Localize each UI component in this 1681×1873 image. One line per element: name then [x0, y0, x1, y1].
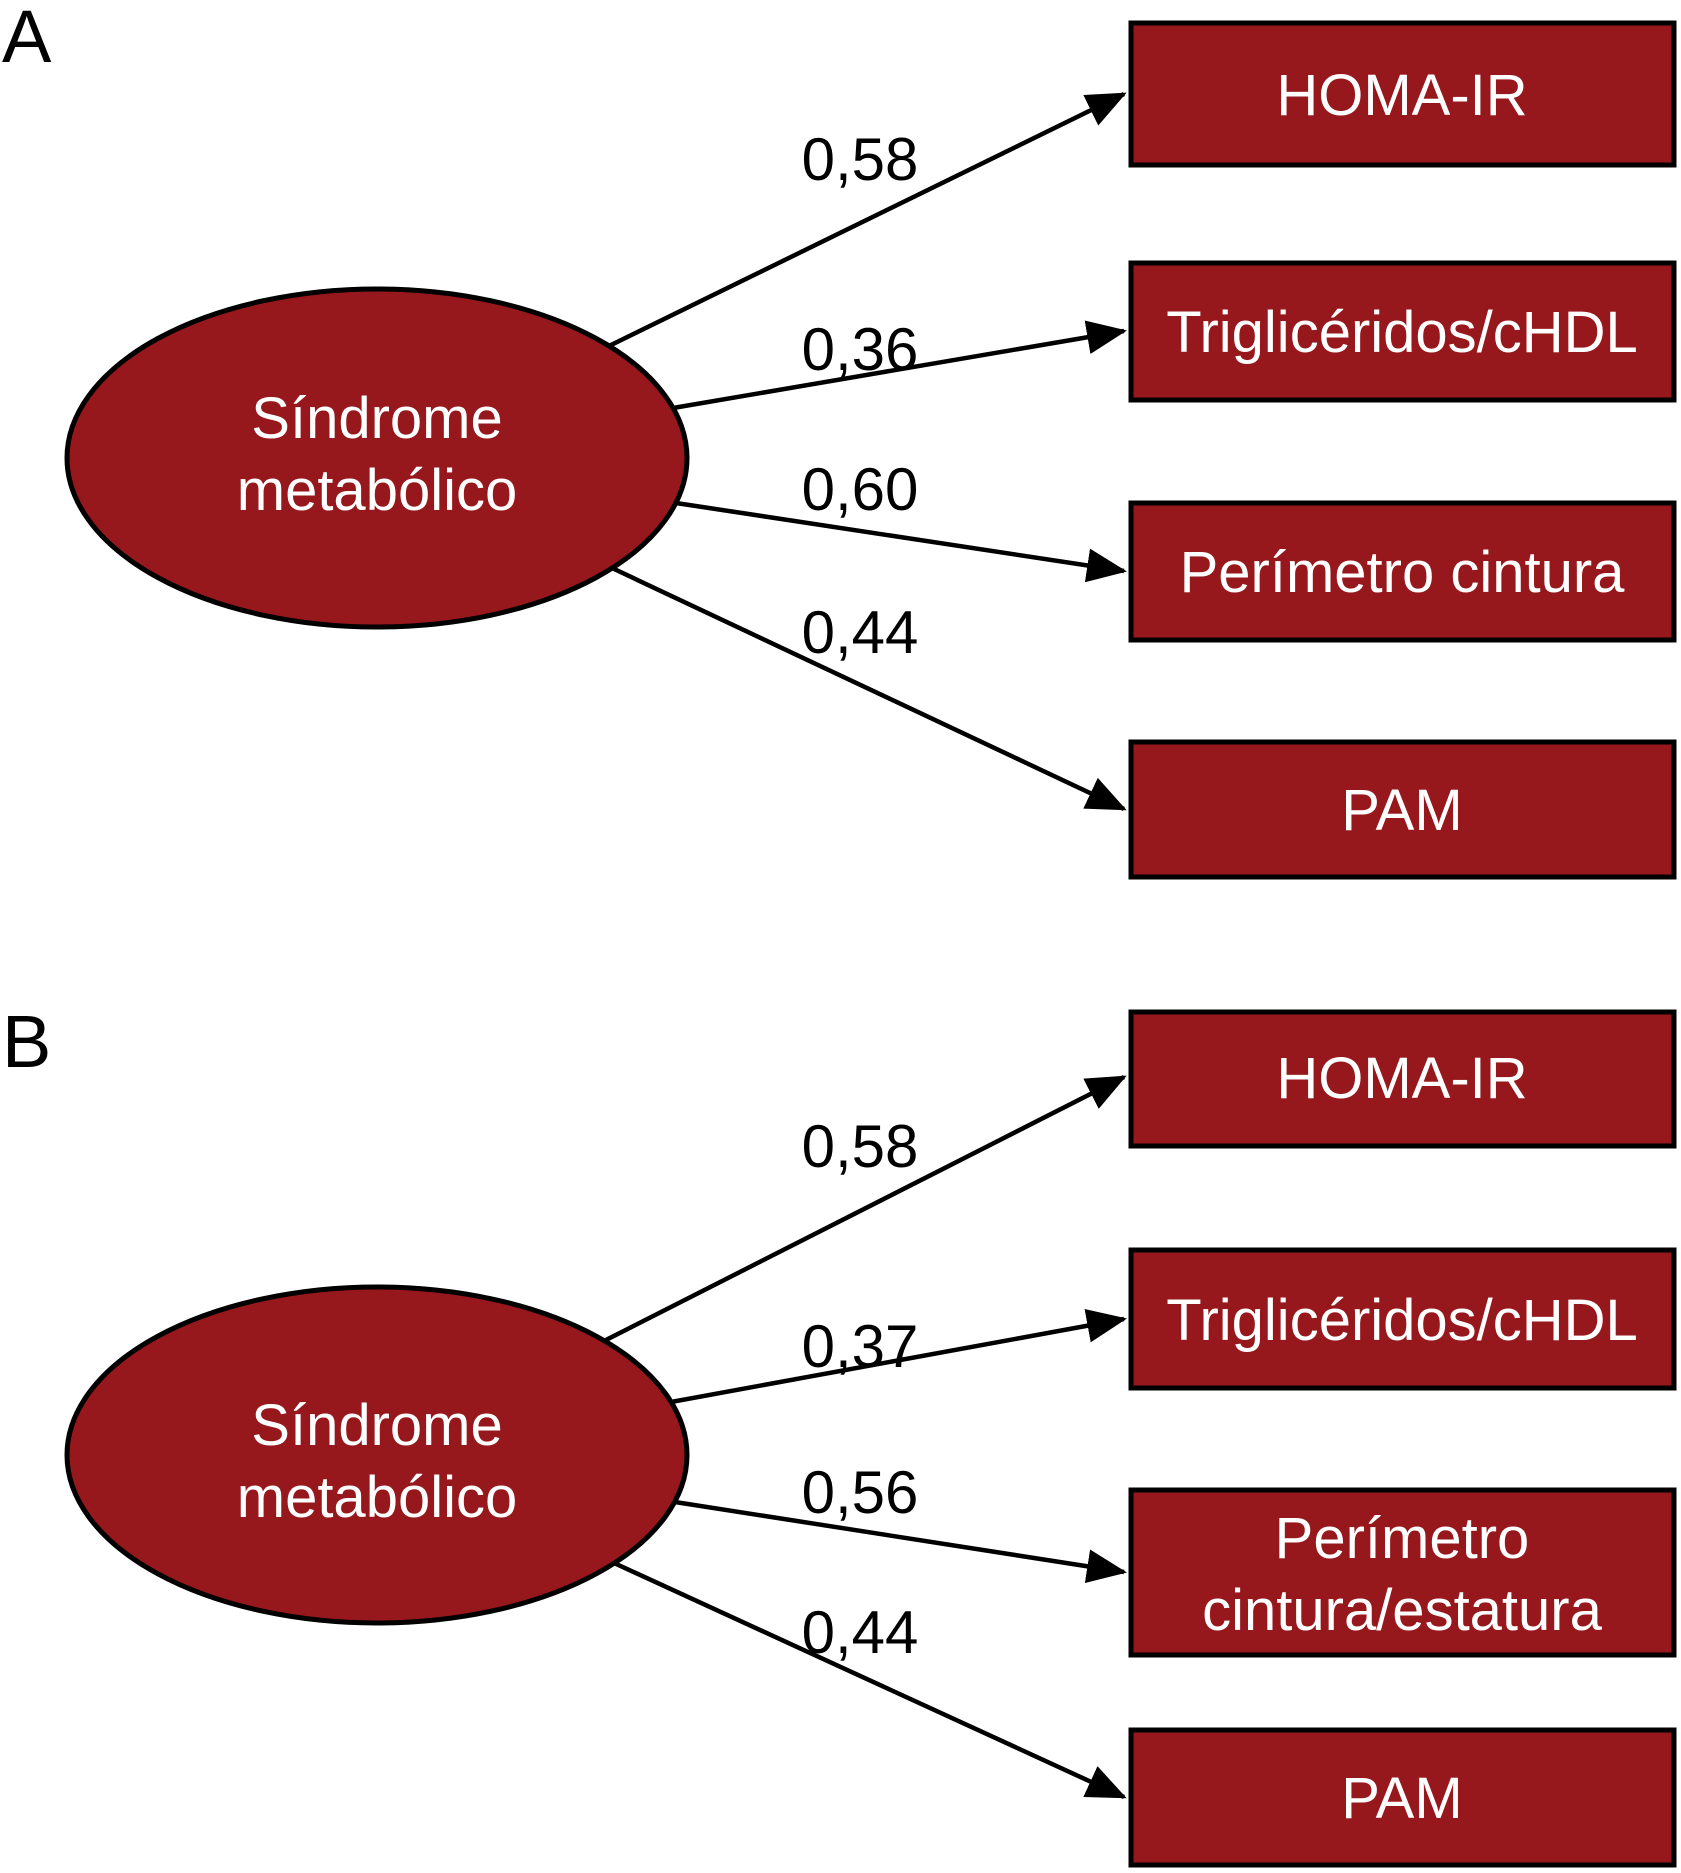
indicator-box-b-pam [1128, 1727, 1677, 1868]
loading-b-perimetro: 0,56 [802, 1459, 919, 1526]
indicator-box-a-homa [1128, 20, 1677, 168]
path-arrow-b-perimetro [674, 1499, 1127, 1584]
indicator-label-a-perimetro: Perímetro cintura [1180, 540, 1626, 605]
indicator-box-a-pam [1128, 739, 1677, 880]
loading-a-trigliceridos: 0,36 [802, 316, 919, 383]
path-arrow-a-pam [611, 565, 1127, 812]
loading-a-homa: 0,58 [802, 126, 919, 193]
loading-b-homa: 0,58 [802, 1113, 919, 1180]
path-arrow-a-perimetro [675, 500, 1127, 583]
loading-b-trigliceridos: 0,37 [802, 1313, 919, 1380]
indicator-label-a-pam: PAM [1341, 778, 1462, 843]
latent-label-a-line1: Síndrome [251, 386, 502, 451]
indicator-label-b-perimetro-line1: Perímetro [1275, 1506, 1530, 1571]
indicator-label-b-perimetro-line2: cintura/estatura [1202, 1578, 1603, 1643]
panel-a-label: A [2, 0, 52, 78]
indicator-box-b-perimetro [1128, 1487, 1677, 1658]
indicator-box-b-homa [1128, 1009, 1677, 1149]
panel-b: B Síndrome metabólico 0,58 0,37 0,56 0,4… [2, 1000, 1677, 1868]
indicator-box-a-perimetro [1128, 500, 1677, 643]
path-arrow-b-homa [602, 1074, 1127, 1344]
loading-a-perimetro: 0,60 [802, 456, 919, 523]
indicator-box-a-trigliceridos [1128, 260, 1677, 403]
path-arrow-a-trigliceridos [672, 320, 1127, 411]
path-arrow-a-homa [608, 91, 1127, 349]
indicator-label-b-trigliceridos: Triglicéridos/cHDL [1166, 1288, 1638, 1353]
indicator-label-b-homa: HOMA-IR [1276, 1046, 1527, 1111]
latent-label-a-line2: metabólico [237, 458, 517, 523]
loading-a-pam: 0,44 [802, 599, 919, 666]
panel-a: A Síndrome metabólico 0,58 0,36 0,60 0,4… [2, 0, 1677, 880]
indicator-label-a-homa: HOMA-IR [1276, 63, 1527, 128]
panel-b-label: B [2, 1000, 51, 1083]
loading-b-pam: 0,44 [802, 1599, 919, 1666]
latent-label-b-line2: metabólico [237, 1465, 517, 1530]
latent-ellipse-a [64, 286, 690, 630]
path-arrow-b-trigliceridos [670, 1308, 1127, 1405]
indicator-label-a-trigliceridos: Triglicéridos/cHDL [1166, 300, 1638, 365]
indicator-box-b-trigliceridos [1128, 1247, 1677, 1391]
latent-label-b-line1: Síndrome [251, 1393, 502, 1458]
indicator-label-b-pam: PAM [1341, 1766, 1462, 1831]
latent-ellipse-b [64, 1284, 690, 1626]
path-arrow-b-pam [613, 1560, 1127, 1800]
